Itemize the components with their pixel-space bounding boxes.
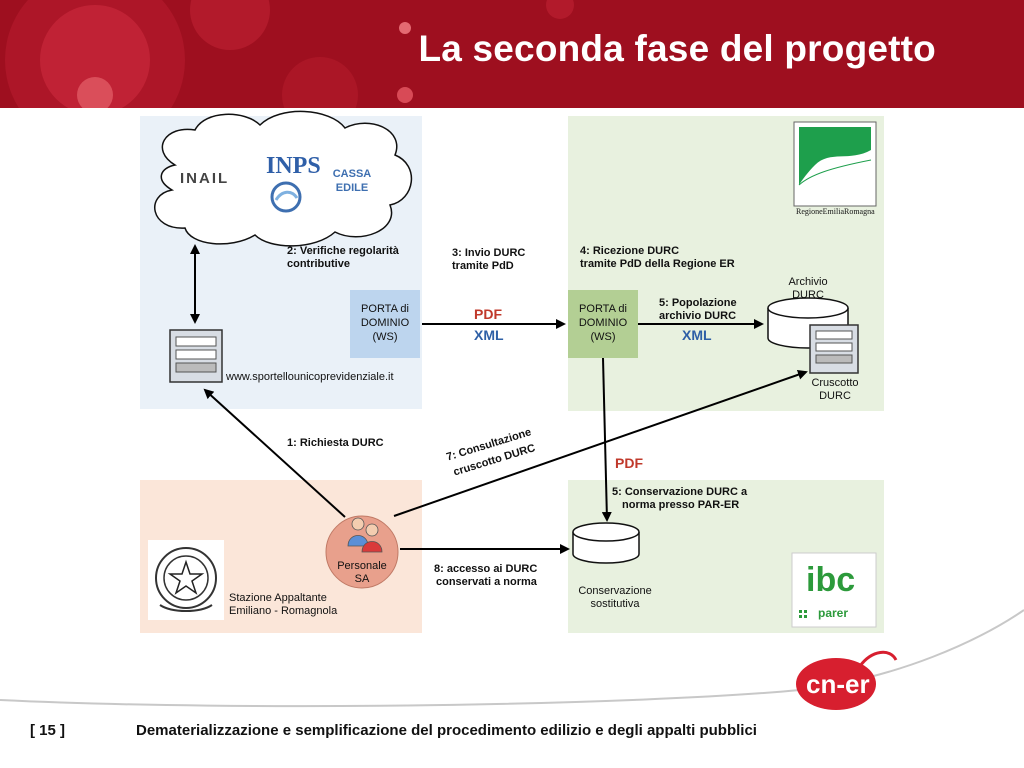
conservazione-label-1: Conservazione (578, 585, 652, 597)
porta-right-line1: PORTA di (579, 303, 627, 315)
step5a-label-1: 5: Popolazione (659, 297, 737, 309)
xml-label-left: XML (474, 327, 504, 343)
emblema-repubblica-icon (148, 540, 224, 620)
xml-label-right: XML (682, 327, 712, 343)
slide-header: La seconda fase del progetto (0, 0, 1024, 108)
porta-left-line1: PORTA di (361, 303, 409, 315)
porta-left-line3: (WS) (372, 331, 398, 343)
inps-logo-text: INPS (266, 153, 321, 179)
arrow-richiesta-durc (203, 388, 346, 518)
website-label: www.sportellounicoprevidenziale.it (226, 371, 394, 383)
porta-right-line2: DOMINIO (578, 317, 628, 329)
porta-left-line2: DOMINIO (360, 317, 410, 329)
archivio-label-1: Archivio (788, 276, 828, 288)
step5b-label-2: norma presso PAR-ER (622, 499, 740, 511)
server-cruscotto-icon (809, 324, 859, 374)
conservazione-label-2: sostitutiva (590, 598, 640, 610)
regione-logo-icon (793, 121, 877, 207)
inps-logo-icon (270, 181, 302, 213)
step8-label-1: 8: accesso ai DURC (434, 563, 538, 575)
porta-dominio-left-box (350, 290, 420, 358)
step4-label-2: tramite PdD della Regione ER (580, 258, 735, 270)
cassa-edile-text-1: CASSA (332, 168, 372, 180)
inail-logo-text: INAIL (180, 170, 230, 187)
personale-sa-node (325, 515, 399, 589)
step5b-label-1: 5: Conservazione DURC a (612, 486, 748, 498)
step2-label-1: 2: Verifiche regolarità (287, 245, 399, 257)
step1-label: 1: Richiesta DURC (287, 437, 384, 449)
cruscotto-label-2: DURC (819, 390, 851, 402)
step2-label-2: contributive (287, 258, 350, 270)
enti-cloud (154, 110, 412, 247)
step4-label-1: 4: Ricezione DURC (580, 245, 680, 257)
cassa-edile-text-2: EDILE (335, 182, 369, 194)
cruscotto-label-1: Cruscotto (811, 377, 859, 389)
pdf-label-top: PDF (474, 306, 502, 322)
porta-dominio-right-box (568, 290, 638, 358)
step5a-label-2: archivio DURC (659, 310, 737, 322)
stazione-label-2: Emiliano - Romagnola (229, 605, 338, 617)
footer-swoosh (0, 609, 1024, 708)
slide-title: La seconda fase del progetto (418, 28, 936, 69)
parer-logo-text: parer (818, 606, 849, 620)
arrow-consultazione-cruscotto (393, 369, 808, 517)
personale-label-1: Personale (337, 560, 387, 572)
step3-label-1: 3: Invio DURC (452, 247, 526, 259)
ibc-logo-text: ibc (806, 561, 856, 599)
pdf-label-bottom: PDF (615, 455, 643, 471)
ibc-parer-logo-icon (791, 552, 877, 628)
header-decoration (5, 0, 574, 108)
cner-logo-icon (796, 650, 898, 710)
arrow-conservazione (601, 357, 612, 522)
personale-label-2: SA (354, 573, 370, 585)
porta-right-line3: (WS) (590, 331, 616, 343)
step3-label-2: tramite PdD (452, 260, 514, 272)
server-sportello-icon (169, 329, 223, 383)
regione-logo-text: RegioneEmiliaRomagna (796, 207, 875, 216)
conservazione-cylinder (572, 522, 640, 564)
cner-logo-text: cn-er (806, 669, 870, 699)
page-number: [ 15 ] (30, 722, 66, 739)
footer-caption: Dematerializzazione e semplificazione de… (136, 722, 757, 739)
stazione-label-1: Stazione Appaltante (229, 592, 327, 604)
archivio-label-2: DURC (792, 289, 824, 301)
step8-label-2: conservati a norma (436, 576, 537, 588)
